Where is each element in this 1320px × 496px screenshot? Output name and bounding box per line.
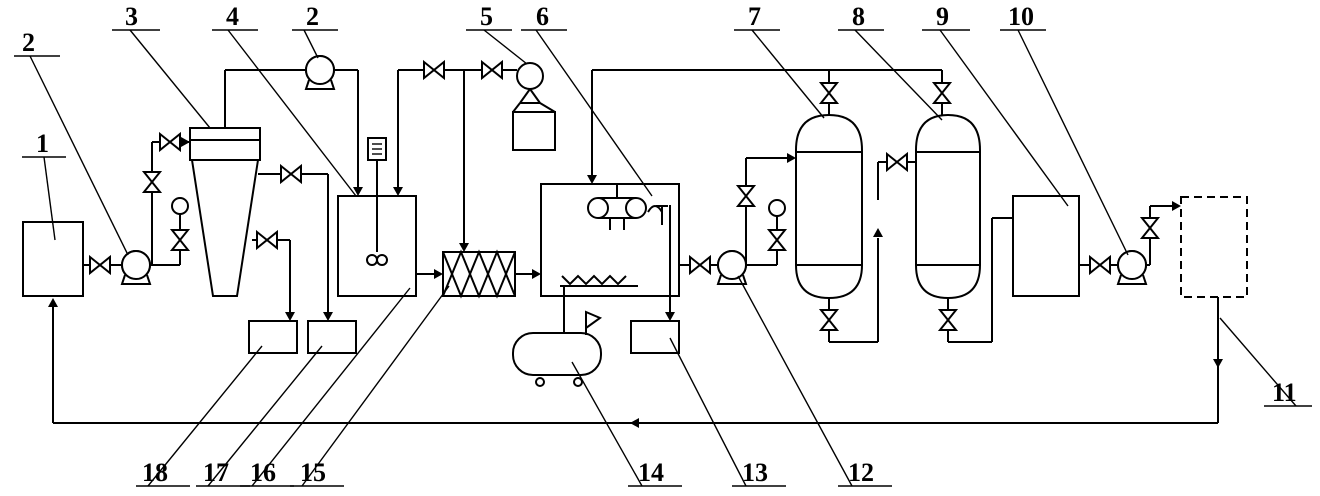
label-15: 15	[300, 458, 326, 487]
chemical-dosing-unit	[512, 62, 556, 151]
label-12: 12	[848, 458, 874, 487]
mixing-tank	[337, 137, 417, 297]
label-13: 13	[742, 458, 768, 487]
number-labels: 1 2 3 4 2 5 6 7 8 9 10 11 12 13 14 15 16…	[22, 2, 1297, 487]
hydrocyclone	[189, 127, 261, 297]
flow-arrows	[48, 137, 1223, 428]
label-2-left: 2	[22, 28, 35, 57]
label-1: 1	[36, 129, 49, 158]
label-9: 9	[936, 2, 949, 31]
reaction-tank	[540, 183, 680, 297]
label-5: 5	[480, 2, 493, 31]
feed-pump	[121, 250, 151, 285]
label-3: 3	[125, 2, 138, 31]
product-tank	[1012, 195, 1080, 297]
label-10: 10	[1008, 2, 1034, 31]
label-18: 18	[142, 458, 168, 487]
label-4: 4	[226, 2, 239, 31]
pressure-gauges	[171, 197, 786, 227]
outlet-pump	[1117, 250, 1147, 285]
sludge-tank-18	[248, 320, 298, 354]
label-16: 16	[250, 458, 276, 487]
label-2-top: 2	[306, 2, 319, 31]
label-7: 7	[748, 2, 761, 31]
air-compressor	[512, 310, 603, 387]
label-6: 6	[536, 2, 549, 31]
pump-12	[717, 250, 747, 285]
label-8: 8	[852, 2, 865, 31]
filter-vessel-7	[795, 113, 863, 300]
sludge-tank-17	[307, 320, 357, 354]
dosing-pump	[305, 55, 335, 90]
leader-lines	[14, 29, 1312, 487]
raw-water-tank	[22, 221, 84, 297]
filter-vessel-8	[915, 113, 981, 300]
sludge-tank-13	[630, 320, 680, 354]
label-11: 11	[1272, 378, 1297, 407]
label-14: 14	[638, 458, 664, 487]
reuse-unit	[1180, 196, 1248, 298]
label-17: 17	[203, 458, 229, 487]
static-mixer	[442, 249, 516, 299]
